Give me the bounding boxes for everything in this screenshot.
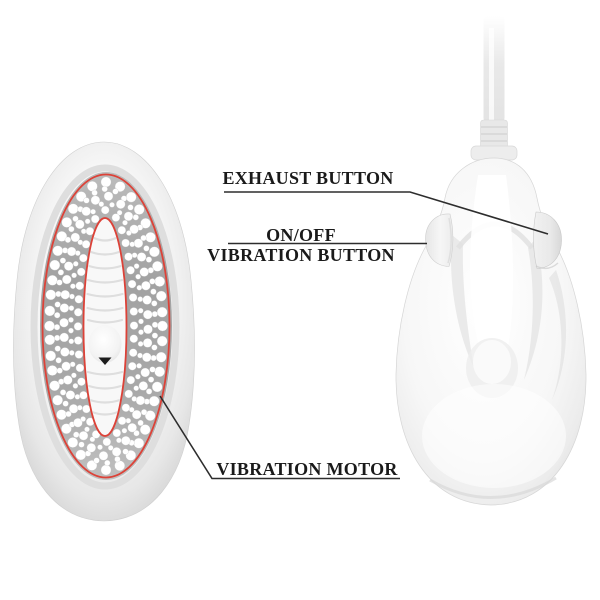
- label-onoff-line1: ON/OFF: [266, 225, 336, 245]
- label-exhaust-button: EXHAUST BUTTON: [222, 168, 394, 188]
- label-vibration-motor: VIBRATION MOTOR: [216, 459, 398, 479]
- pod-recess-shadow: [30, 164, 180, 490]
- outer-red-ring: [41, 173, 171, 479]
- exhaust-button-shadow: [535, 262, 559, 270]
- texture-dots: [44, 176, 168, 476]
- suction-pod: [13, 141, 195, 522]
- pump-reflections: [422, 175, 567, 499]
- exhaust-button: [533, 211, 562, 269]
- pump-bulb: [395, 16, 587, 506]
- center-arrow-marker: [98, 357, 112, 365]
- exhaust-leader-line: [224, 191, 549, 235]
- tongue-bulge: [88, 325, 122, 363]
- onoff-button-shadow: [447, 217, 452, 264]
- label-onoff-line2: VIBRATION BUTTON: [207, 245, 395, 265]
- leader-lines: [159, 191, 549, 480]
- tongue-ribs: [86, 236, 124, 416]
- air-tube-highlight: [489, 28, 494, 120]
- onoff-button: [425, 213, 454, 267]
- label-vibration-motor-text: VIBRATION MOTOR: [216, 459, 398, 479]
- motor-leader-line: [159, 395, 400, 480]
- tube-connector: [470, 119, 518, 161]
- label-onoff-vibration-button: ON/OFF VIBRATION BUTTON: [207, 225, 395, 265]
- inner-red-ring: [82, 217, 128, 437]
- label-exhaust-button-text: EXHAUST BUTTON: [222, 168, 394, 188]
